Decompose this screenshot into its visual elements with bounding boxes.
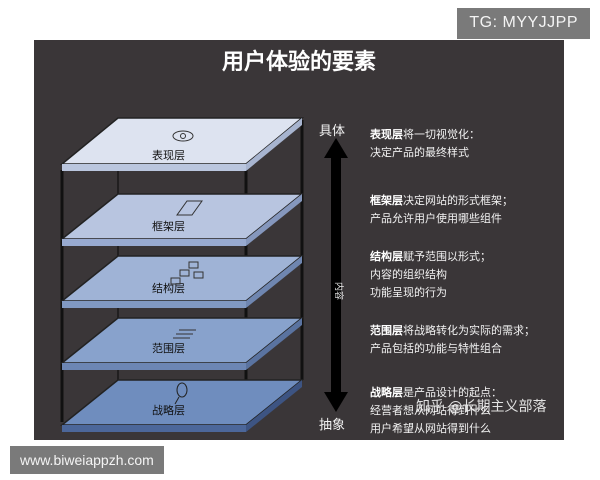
structure-icon — [170, 261, 204, 285]
layer-label-strategy: 战略层 — [152, 403, 185, 417]
layer-strategy: 战略层 — [59, 379, 305, 432]
layer-label-scope: 范围层 — [152, 341, 185, 355]
desc-structure: 结构层赋予范围以形式； 内容的组织结构 功能呈现的行为 — [370, 250, 491, 299]
abstraction-arrow: 内容 — [324, 138, 348, 412]
url-badge: www.biweiappzh.com — [10, 446, 164, 474]
frame-icon — [176, 200, 203, 216]
layer-skeleton: 框架层 — [59, 193, 305, 246]
diagram-panel: 用户体验的要素 战略层 范围层 — [34, 40, 564, 440]
axis-abstract: 抽象 — [319, 418, 346, 433]
watermark: 知乎 @长期主义部落 — [416, 399, 547, 415]
layer-label-skeleton: 框架层 — [152, 220, 185, 233]
desc-surface: 表现层将一切视觉化： 决定产品的最终样式 — [370, 128, 480, 159]
eye-icon — [172, 130, 194, 142]
desc-skeleton: 框架层决定网站的形式框架； 产品允许用户使用哪些组件 — [370, 194, 513, 225]
desc-strategy: 战略层是产品设计的起点： 经营者想从网站得到什么 用户希望从网站得到什么 — [370, 386, 502, 435]
layer-label-surface: 表现层 — [152, 148, 185, 162]
axis-concrete: 具体 — [319, 124, 346, 139]
diagram-title: 用户体验的要素 — [221, 50, 376, 75]
desc-scope: 范围层将战略转化为实际的需求； 产品包括的功能与特性组合 — [370, 324, 535, 355]
bulb-icon — [174, 382, 188, 405]
list-icon — [173, 329, 196, 339]
layer-stack: 战略层 范围层 结构层 — [59, 117, 348, 432]
arrow-label: 内容 — [333, 282, 345, 300]
layer-surface: 表现层 — [59, 117, 305, 171]
tg-badge: TG: MYYJJPP — [457, 8, 590, 39]
layer-structure: 结构层 — [59, 255, 305, 308]
layer-scope: 范围层 — [59, 317, 305, 370]
